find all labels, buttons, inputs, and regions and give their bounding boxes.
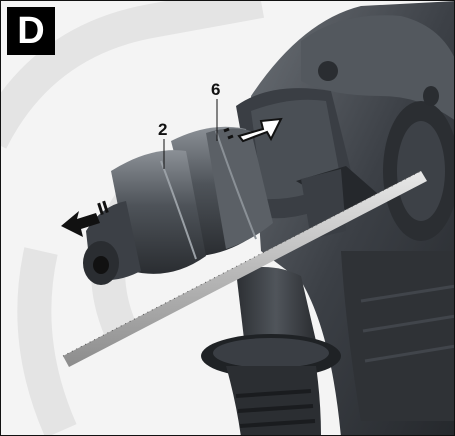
callout-number: 2 [158,120,168,139]
arrow-right-icon [223,117,283,143]
tool-chuck [83,126,273,285]
arrow-left-icon [61,200,109,237]
callout-leaders [163,99,218,169]
panel-label: D [7,7,55,55]
auxiliary-handle [201,267,341,435]
depth-stop-rod [62,170,427,367]
callout-number: 6 [211,80,221,99]
